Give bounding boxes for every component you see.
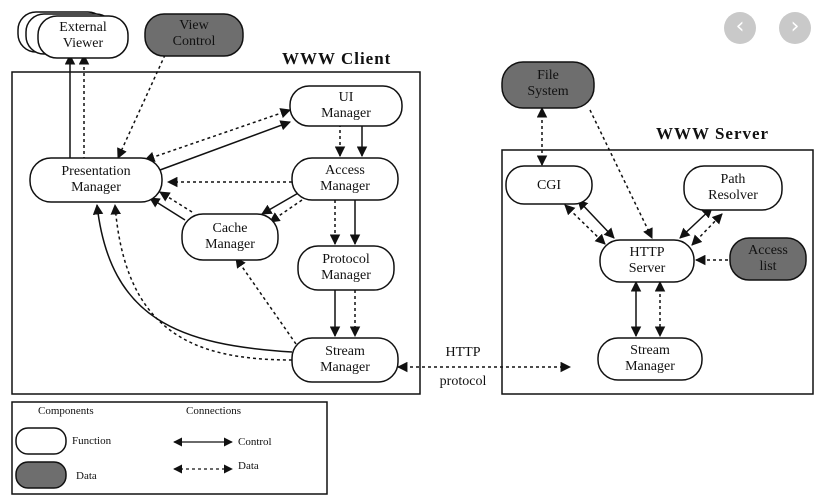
legend-data-label: Data xyxy=(76,470,97,482)
prev-button[interactable]: ‹ xyxy=(724,12,756,44)
view-control-label: View Control xyxy=(172,18,216,49)
server-title: WWW Server xyxy=(656,124,770,143)
path-resolver-node xyxy=(683,165,783,211)
stream-manager-client-node xyxy=(291,337,399,383)
protocol-manager-node xyxy=(297,245,395,291)
access-list-label: Access list xyxy=(748,243,788,274)
view-control-node xyxy=(144,13,244,57)
legend-function-label: Function xyxy=(72,435,112,447)
access-manager-node xyxy=(291,157,399,201)
cache-manager-label: Cache Manager xyxy=(205,221,255,252)
protocol-manager-label: Protocol Manager xyxy=(321,252,371,283)
chevron-right-icon: › xyxy=(790,14,800,39)
cache-manager-node xyxy=(181,213,279,261)
http-server-node xyxy=(599,239,695,283)
next-button[interactable]: › xyxy=(779,12,811,44)
path-resolver-label: Path Resolver xyxy=(708,172,758,203)
external-viewer-stack xyxy=(17,11,129,59)
external-viewer-label: External Viewer xyxy=(59,20,107,51)
external-viewer-node xyxy=(37,15,129,59)
file-system-label: File System xyxy=(527,68,569,99)
http-link-label-top: HTTP xyxy=(445,345,481,360)
server-frame xyxy=(501,149,814,395)
http-server-label: HTTP Server xyxy=(628,245,666,276)
stream-manager-client-label: Stream Manager xyxy=(320,344,370,375)
presentation-manager-label: Presentation Manager xyxy=(61,164,131,195)
legend-components-heading: Components xyxy=(38,405,94,417)
http-link-label-bottom: protocol xyxy=(439,374,487,389)
chevron-left-icon: ‹ xyxy=(735,14,745,39)
client-frame xyxy=(11,71,421,395)
legend-data-swatch xyxy=(15,461,67,489)
access-list-node xyxy=(729,237,807,281)
ui-manager-node xyxy=(289,85,403,127)
file-system-node xyxy=(501,61,595,109)
cgi-label: CGI xyxy=(536,178,562,193)
client-title: WWW Client xyxy=(282,49,392,68)
access-manager-label: Access Manager xyxy=(320,163,370,194)
legend-function-swatch xyxy=(15,427,67,455)
connection-lines xyxy=(64,53,728,373)
ui-manager-label: UI Manager xyxy=(321,90,371,121)
stream-manager-server-label: Stream Manager xyxy=(625,343,675,374)
cgi-node xyxy=(505,165,593,205)
legend-control-label: Control xyxy=(238,436,272,448)
legend-connections-heading: Connections xyxy=(186,405,241,417)
presentation-manager-node xyxy=(29,157,163,203)
legend-data-connection-label: Data xyxy=(238,460,259,472)
stream-manager-server-node xyxy=(597,337,703,381)
legend-frame xyxy=(11,401,328,495)
